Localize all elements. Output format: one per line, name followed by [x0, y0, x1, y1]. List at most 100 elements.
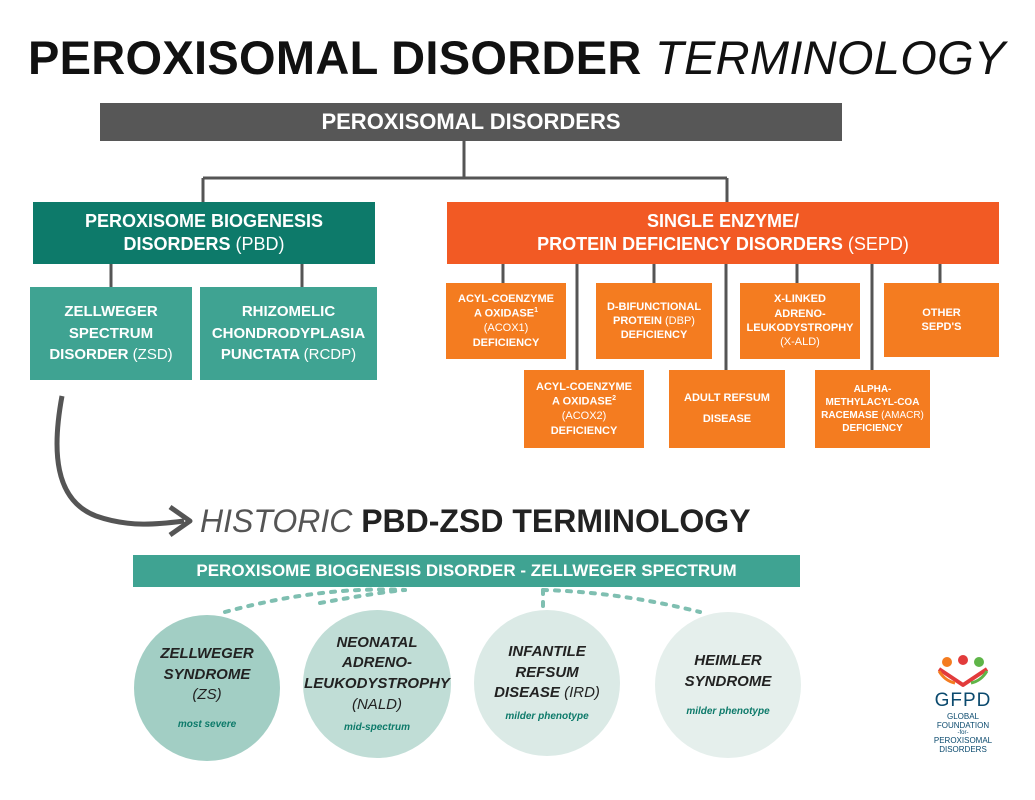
amacr-line1: ALPHA-: [853, 384, 892, 395]
circle-nald: NEONATAL ADRENO- LEUKODYSTROPHY (NALD) m…: [303, 610, 451, 758]
amacr-abbr: (AMACR): [881, 410, 924, 421]
sepd-line2-row: PROTEIN DEFICIENCY DISORDERS (SEPD): [537, 233, 909, 256]
pbd-line2-row: DISORDERS (PBD): [123, 233, 284, 256]
refsum-line1: ADULT REFSUM: [684, 392, 770, 405]
amacr-line3: RACEMASE: [821, 410, 879, 421]
refsum-line2: DISEASE: [702, 413, 752, 425]
nald-abbr: (NALD): [351, 695, 402, 713]
title-italic-text: TERMINOLOGY: [654, 31, 1006, 84]
spectrum-bar: PEROXISOME BIOGENESIS DISORDER - ZELLWEG…: [133, 555, 800, 587]
heimler-phenotype: milder phenotype: [686, 705, 770, 717]
other-line1: OTHER: [922, 306, 961, 319]
ird-phenotype: milder phenotype: [505, 711, 589, 723]
zs-phenotype: most severe: [177, 719, 237, 731]
dotted-link-heimler: [541, 588, 702, 614]
amacr-node: ALPHA- METHYLACYL-COA RACEMASE (AMACR) D…: [815, 370, 930, 448]
rcdp-line3-row: PUNCTATA (RCDP): [221, 344, 356, 366]
nald-line3: LEUKODYSTROPHY: [304, 675, 450, 693]
xald-abbr: (X-ALD): [780, 336, 820, 349]
sepd-line1: SINGLE ENZYME/: [646, 210, 799, 231]
sepd-abbr: (SEPD): [847, 234, 909, 254]
dbp-line1: D-BIFUNCTIONAL: [606, 300, 702, 313]
historic-heading: HISTORIC PBD-ZSD TERMINOLOGY: [200, 503, 751, 540]
zsd-abbr: (ZSD): [132, 346, 173, 364]
dbp-node: D-BIFUNCTIONAL PROTEIN (DBP) DEFICIENCY: [596, 283, 712, 359]
amacr-line2: METHYLACYL-COA: [825, 397, 920, 408]
xald-node: X-LINKED ADRENO- LEUKODYSTROPHY (X-ALD): [740, 283, 860, 359]
acox2-line2: A OXIDASE: [551, 396, 613, 409]
root-node-label: PEROXISOMAL DISORDERS: [321, 109, 621, 134]
acox2-superscript: 2: [612, 395, 616, 403]
logo-line5: DISORDERS: [939, 745, 987, 753]
acox2-line1: ACYL-COENZYME: [536, 381, 632, 394]
ird-line3: DISEASE: [494, 684, 560, 702]
amacr-line4: DEFICIENCY: [842, 423, 903, 434]
pbd-line2: DISORDERS: [123, 234, 231, 254]
dbp-line3: DEFICIENCY: [620, 329, 688, 342]
refsum-node: ADULT REFSUM DISEASE: [669, 370, 785, 448]
logo-line3: -for-: [957, 730, 969, 736]
nald-phenotype: mid-spectrum: [343, 722, 411, 734]
gfpd-logo-mark-icon: [937, 655, 989, 687]
acox1-superscript: 1: [534, 307, 538, 315]
acox2-node: ACYL-COENZYME A OXIDASE2 (ACOX2) DEFICIE…: [524, 370, 644, 448]
zsd-line3-row: DISORDER (ZSD): [49, 344, 172, 366]
zsd-line1: ZELLWEGER: [64, 302, 158, 320]
rcdp-line1: RHIZOMELIC: [241, 302, 336, 320]
pbd-abbr: (PBD): [235, 234, 285, 254]
heimler-line1: HEIMLER: [694, 652, 762, 670]
xald-line3: LEUKODYSTROPHY: [746, 322, 854, 334]
logo-acronym: GFPD: [934, 690, 992, 711]
acox2-abbr: (ACOX2): [561, 410, 607, 423]
zsd-line2: SPECTRUM: [68, 324, 154, 342]
circle-ird: INFANTILE REFSUM DISEASE (IRD) milder ph…: [474, 610, 620, 756]
curved-arrow-line: [54, 395, 185, 527]
dbp-line2-row: PROTEIN (DBP): [613, 314, 695, 328]
acox1-node: ACYL-COENZYME A OXIDASE1 (ACOX1) DEFICIE…: [446, 283, 566, 359]
dbp-line2: PROTEIN: [613, 314, 662, 327]
xald-line2: ADRENO-: [774, 307, 826, 320]
acox1-abbr: (ACOX1): [483, 322, 529, 335]
historic-italic-text: HISTORIC: [200, 503, 353, 539]
circle-zs: ZELLWEGER SYNDROME (ZS) most severe: [134, 615, 280, 761]
dbp-abbr: (DBP): [665, 314, 695, 327]
rcdp-abbr: (RCDP): [303, 346, 357, 364]
gfpd-logo: GFPD GLOBAL FOUNDATION -for- PEROXISOMAL…: [925, 655, 1001, 763]
root-node: PEROXISOMAL DISORDERS: [100, 103, 842, 141]
spectrum-bar-label: PEROXISOME BIOGENESIS DISORDER - ZELLWEG…: [196, 561, 737, 580]
heimler-line2: SYNDROME: [684, 673, 772, 691]
xald-line1: X-LINKED: [774, 293, 826, 306]
acox2-line3: DEFICIENCY: [550, 424, 618, 437]
rcdp-node: RHIZOMELIC CHONDRODYPLASIA PUNCTATA (RCD…: [200, 287, 377, 380]
dotted-link-zs: [223, 587, 407, 614]
historic-bold-text: PBD-ZSD TERMINOLOGY: [361, 503, 751, 539]
zs-line2: SYNDROME: [163, 665, 251, 683]
page-title: PEROXISOMAL DISORDER TERMINOLOGY: [28, 30, 1006, 85]
logo-line4: PEROXISOMAL: [933, 736, 993, 745]
ird-line2: REFSUM: [515, 663, 579, 681]
nald-line1: NEONATAL: [336, 633, 418, 651]
acox1-line3: DEFICIENCY: [472, 336, 540, 349]
circle-heimler: HEIMLER SYNDROME milder phenotype: [655, 612, 801, 758]
dotted-link-nald: [318, 588, 407, 605]
acox1-line1: ACYL-COENZYME: [458, 293, 554, 306]
acox2-line2-row: A OXIDASE2: [552, 394, 616, 409]
rcdp-line3: PUNCTATA: [220, 346, 300, 364]
ird-line1: INFANTILE: [508, 643, 586, 661]
nald-line2: ADRENO-: [342, 654, 412, 672]
acox1-line2: A OXIDASE: [473, 308, 535, 321]
sepd-line2: PROTEIN DEFICIENCY DISORDERS: [537, 234, 843, 254]
other-line2: SEPD'S: [921, 321, 962, 333]
acox1-line2-row: A OXIDASE1: [474, 306, 538, 321]
other-node: OTHER SEPD'S: [884, 283, 999, 357]
pbd-node: PEROXISOME BIOGENESIS DISORDERS (PBD): [33, 202, 375, 264]
ird-abbr: (IRD): [564, 684, 600, 702]
ird-line3-row: DISEASE (IRD): [494, 683, 600, 704]
logo-line1: GLOBAL: [946, 712, 979, 721]
sepd-node: SINGLE ENZYME/ PROTEIN DEFICIENCY DISORD…: [447, 202, 999, 264]
rcdp-line2: CHONDRODYPLASIA: [211, 324, 366, 342]
zs-abbr: (ZS): [192, 686, 222, 704]
zs-line1: ZELLWEGER: [160, 645, 254, 663]
